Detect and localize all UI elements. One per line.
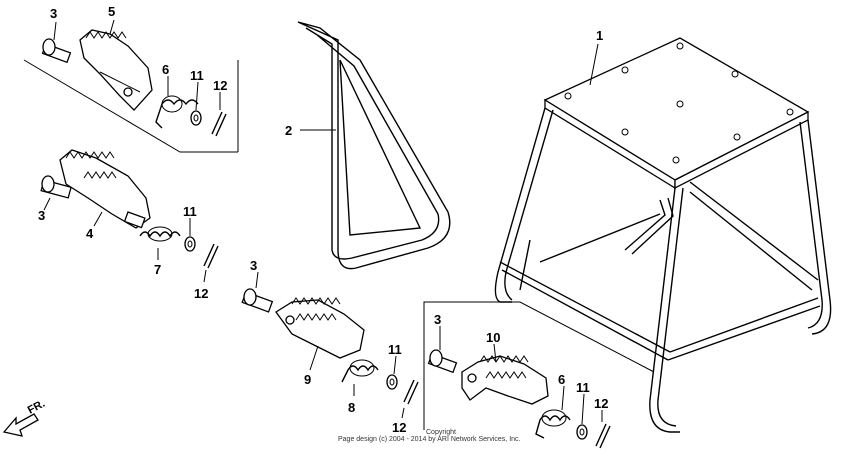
callout-3a: 3 — [50, 6, 57, 21]
callout-1: 1 — [596, 28, 603, 43]
callout-3d: 3 — [434, 312, 441, 327]
frame-part-2[interactable] — [297, 21, 451, 270]
callout-12a: 12 — [213, 78, 227, 93]
direction-label: FR. — [26, 398, 47, 417]
stand-part-1[interactable] — [494, 37, 832, 433]
bolt-part-3c[interactable] — [241, 288, 274, 313]
front-direction-arrow-icon — [2, 413, 39, 437]
callout-4: 4 — [86, 226, 94, 241]
spring-part-7[interactable] — [139, 226, 181, 242]
cotter-pin-part-12b[interactable] — [203, 243, 219, 269]
callout-7: 7 — [154, 262, 161, 277]
plate-holes — [564, 42, 794, 164]
copyright-line-1: Copyright — [426, 429, 456, 436]
footpeg-part-10[interactable] — [461, 355, 549, 405]
callout-3b: 3 — [38, 208, 45, 223]
spring-part-8[interactable] — [341, 359, 379, 383]
washer-part-11a[interactable] — [190, 110, 202, 126]
callout-10: 10 — [486, 330, 500, 345]
bolt-part-3d[interactable] — [427, 349, 458, 374]
callout-9: 9 — [304, 372, 311, 387]
callout-11b: 11 — [183, 204, 197, 219]
spring-part-6a[interactable] — [155, 95, 199, 129]
callout-12c: 12 — [392, 420, 406, 435]
copyright-line-2: Page design (c) 2004 - 2014 by ARI Netwo… — [338, 436, 521, 443]
callout-6a: 6 — [162, 62, 169, 77]
inset-box-bottom-right — [423, 301, 655, 430]
callout-6b: 6 — [558, 372, 565, 387]
callout-11c: 11 — [388, 342, 402, 357]
inset-box-top-left — [23, 59, 239, 153]
washer-part-11b[interactable] — [184, 236, 196, 252]
cotter-pin-part-12a[interactable] — [211, 111, 227, 137]
bolt-part-3a[interactable] — [41, 38, 72, 64]
callout-5: 5 — [108, 4, 115, 19]
callout-11a: 11 — [190, 68, 204, 83]
callout-11d: 11 — [576, 380, 590, 395]
callout-3c: 3 — [250, 258, 257, 273]
callout-12b: 12 — [194, 286, 208, 301]
bolt-part-3b[interactable] — [40, 175, 72, 199]
callout-12d: 12 — [594, 396, 608, 411]
callout-8: 8 — [348, 400, 355, 415]
washer-part-11d[interactable] — [576, 424, 588, 440]
cotter-pin-part-12d[interactable] — [595, 423, 611, 449]
washer-part-11c[interactable] — [386, 374, 398, 390]
cotter-pin-part-12c[interactable] — [403, 379, 419, 405]
callout-2: 2 — [285, 123, 292, 138]
spring-part-6b[interactable] — [535, 409, 571, 439]
footpeg-part-5[interactable] — [79, 29, 153, 111]
footpeg-part-9[interactable] — [275, 297, 365, 359]
footpeg-part-4[interactable] — [59, 149, 151, 229]
